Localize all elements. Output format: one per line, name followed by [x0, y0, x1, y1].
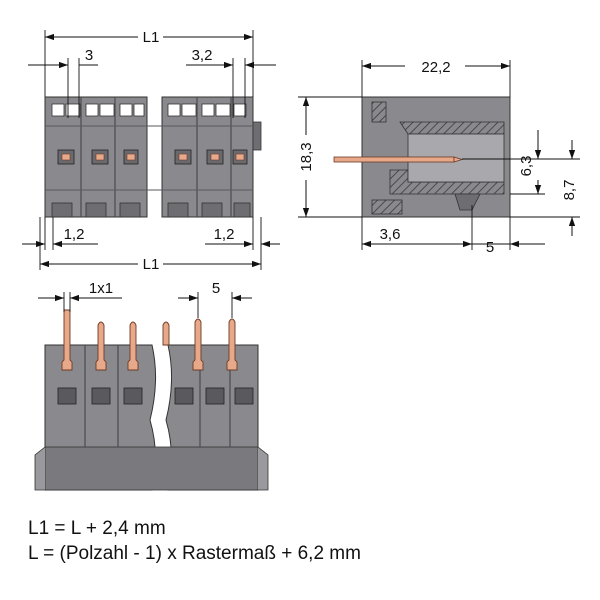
side-hatch-left2: [371, 199, 403, 215]
pin-view-sockets: [57, 387, 254, 405]
side-hatch-top: [399, 121, 505, 135]
dim-18-3: 18,3: [298, 142, 315, 171]
formula-l1: L1 = L + 2,4 mm: [28, 518, 166, 539]
pin-view-base: [44, 446, 259, 491]
dim-3: 3: [85, 47, 93, 64]
dim-8-7: 8,7: [561, 180, 578, 201]
front-top-slots: [51, 103, 247, 117]
dim-l1-top: L1: [143, 29, 160, 46]
dim-1-2-right: 1,2: [214, 226, 235, 243]
front-side-latch: [252, 121, 262, 151]
front-contact-openings: [57, 149, 248, 165]
front-cell-dividers: [80, 97, 232, 217]
formula-l: L = (Polzahl - 1) x Rastermaß + 6,2 mm: [28, 543, 361, 564]
front-view: L1 3 3,2 1,2 1,2 L1: [22, 29, 280, 273]
dim-3-2: 3,2: [192, 47, 213, 64]
dim-5-pitch: 5: [212, 280, 220, 297]
dim-3-6: 3,6: [380, 226, 401, 243]
side-pin: [333, 156, 455, 163]
pin-view-pins: [61, 309, 238, 371]
dim-l1-bottom: L1: [143, 256, 160, 273]
side-view: 22,2 18,3 6,3 8,7 3,6 5: [298, 59, 580, 256]
dim-22-2: 22,2: [421, 59, 450, 76]
dim-1x1: 1x1: [89, 280, 113, 297]
dim-1-2-left: 1,2: [64, 226, 85, 243]
dim-5-side: 5: [486, 239, 494, 256]
pin-view: 1x1 5: [34, 280, 269, 491]
side-hatch-left: [371, 101, 387, 123]
front-feet: [51, 202, 251, 218]
dim-6-3: 6,3: [518, 156, 535, 177]
